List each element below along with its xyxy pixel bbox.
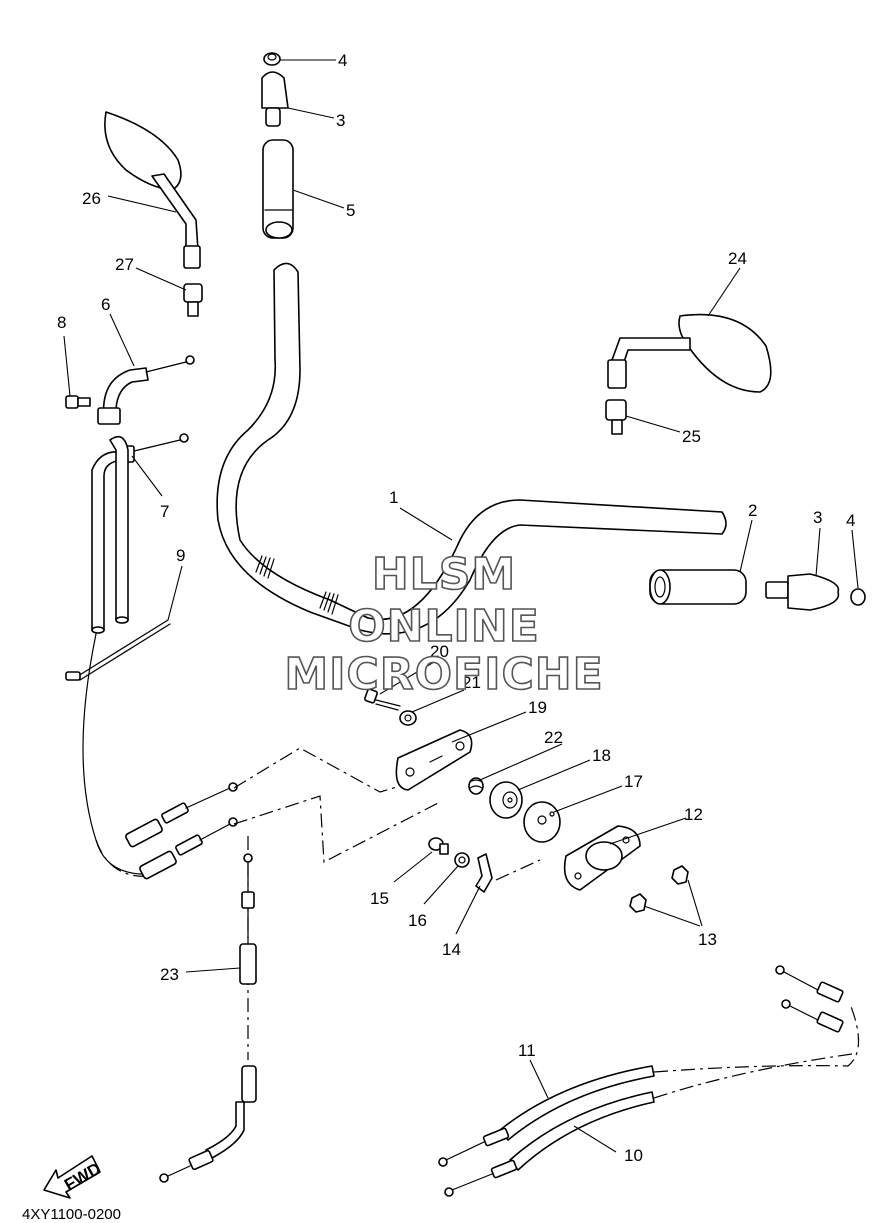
part-2-grip-right[interactable] [649,569,747,605]
callout-13: 13 [698,930,717,949]
callout-labels: 4 3 5 26 27 6 8 7 9 24 25 1 2 3 4 20 21 … [57,51,855,1165]
part-20-bolt[interactable] [364,688,401,711]
handlebar-knurl-1 [255,555,275,579]
part-14-clip[interactable] [475,853,493,893]
callout-19: 19 [528,698,547,717]
callout-10: 10 [624,1146,643,1165]
cable-loop-left [82,633,151,875]
callout-18: 18 [592,746,611,765]
watermark-line-3: MICROFICHE [284,649,604,701]
callout-25: 25 [682,427,701,446]
part-27-mirror-adapter-left[interactable] [183,283,203,317]
part-10-cable[interactable] [444,1091,655,1197]
callout-15: 15 [370,889,389,908]
callout-4-top: 4 [338,51,347,70]
callout-3-top: 3 [336,111,345,130]
callout-21: 21 [462,673,481,692]
callout-2: 2 [748,501,757,520]
cable-dashed-right [653,1003,860,1099]
part-1-handlebar[interactable] [216,262,727,635]
cable-end-upper[interactable] [125,782,238,848]
callout-11: 11 [518,1041,536,1060]
part-21-washer[interactable] [399,710,417,726]
part-4-cap-top[interactable] [263,52,281,66]
part-3-bar-end-weight-right[interactable] [765,573,840,611]
callout-1: 1 [389,488,398,507]
part-26-mirror-left[interactable] [104,111,201,269]
callout-3-right: 3 [813,508,822,527]
part-12-lower-housing[interactable] [563,825,641,891]
part-8-screw[interactable] [65,395,91,409]
part-7-throttle-cable[interactable] [91,433,189,634]
callout-16: 16 [408,911,427,930]
part-23-cable[interactable] [159,853,257,1183]
part-5-grip-top[interactable] [262,139,294,239]
watermark-line-1: HLSM [371,549,517,601]
callout-5: 5 [346,201,355,220]
callout-14: 14 [442,940,461,959]
part-11-cable[interactable] [438,1065,655,1167]
part-25-mirror-adapter-right[interactable] [605,399,627,435]
callout-6: 6 [101,295,110,314]
part-9-cable-tie[interactable] [65,619,171,681]
part-13-nut-a[interactable] [671,865,689,885]
part-3-bar-end-weight-top[interactable] [261,71,289,127]
part-15-screw[interactable] [428,837,449,855]
callout-27: 27 [115,255,134,274]
assembly-line-2 [233,795,441,863]
part-22-spring[interactable] [468,777,484,795]
part-16-washer[interactable] [454,852,470,868]
callout-24: 24 [728,249,747,268]
drawing-number: 4XY1100-0200 [22,1206,121,1223]
callout-23: 23 [160,965,179,984]
cable-end-lower[interactable] [139,817,238,880]
part-19-switch-housing[interactable] [395,729,473,791]
callout-12: 12 [684,805,703,824]
handlebar-knurl-2 [319,591,339,615]
watermark-line-2: ONLINE [347,601,540,653]
leader-lines [63,59,859,1153]
part-4-cap-right[interactable] [850,588,866,606]
part-24-mirror-right[interactable] [607,313,772,393]
part-6-throttle-cable-elbow[interactable] [97,355,195,425]
callout-9: 9 [176,546,185,565]
callout-17: 17 [624,772,643,791]
callout-22: 22 [544,728,563,747]
fwd-arrow-icon: FWD [43,1155,104,1199]
callout-20: 20 [430,642,449,661]
part-17-pulley-2[interactable] [523,801,561,843]
part-18-pulley[interactable] [489,781,523,819]
callout-26: 26 [82,189,101,208]
cable-ends-right[interactable] [775,965,844,1033]
callout-7: 7 [160,502,169,521]
callout-8: 8 [57,313,66,332]
assembly-line-4 [495,859,541,881]
part-13-nut-b[interactable] [629,893,647,913]
callout-4-right: 4 [846,511,855,530]
assembly-line-1 [233,747,421,793]
